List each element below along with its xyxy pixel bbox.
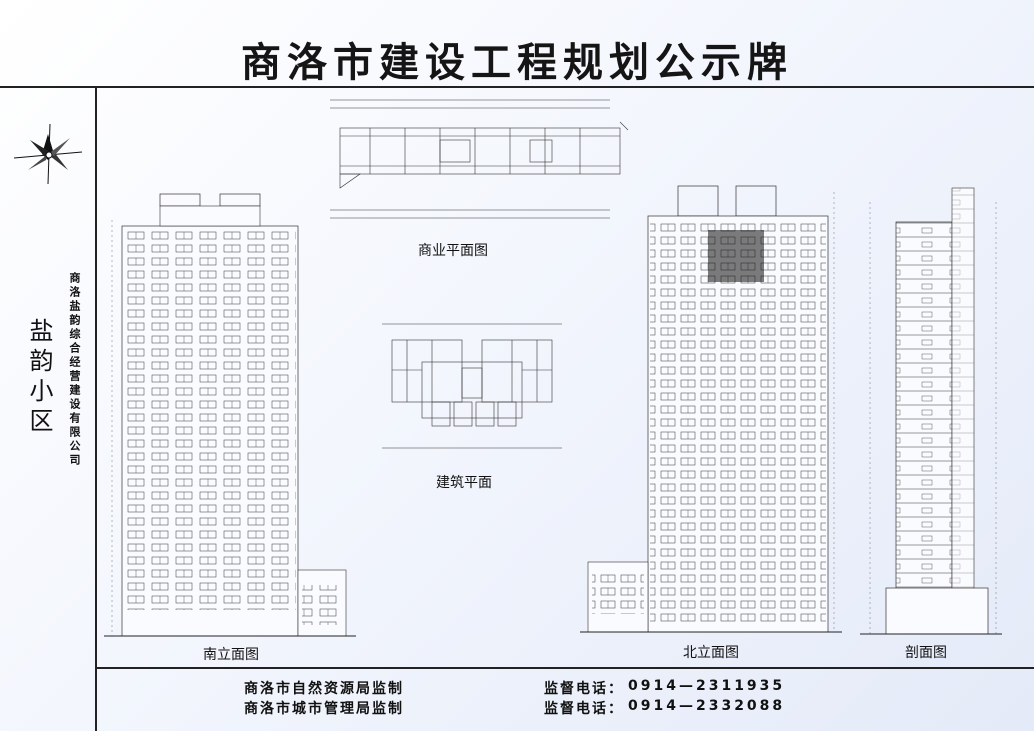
phone-number-2: 0914—2332088 — [628, 698, 786, 714]
commercial-plan-caption: 商业平面图 — [418, 243, 488, 259]
phone-label-2: 监督电话： — [544, 701, 624, 717]
supervisor-name-1: 商洛市自然资源局监制 — [244, 681, 404, 697]
section-drawing — [860, 187, 1002, 635]
south-elevation-caption: 南立面图 — [203, 647, 259, 663]
building-plan-caption: 建筑平面 — [436, 475, 492, 491]
north-elevation-caption: 北立面图 — [683, 645, 739, 661]
commercial-floor-plan — [330, 99, 629, 219]
north-compass-icon — [13, 123, 83, 185]
supervisor-name-2: 商洛市城市管理局监制 — [244, 701, 404, 717]
phone-number-1: 0914—2311935 — [628, 678, 786, 694]
south-elevation-drawing — [104, 193, 356, 637]
company-name: 商洛盐韵综合经营建设有限公司 — [68, 272, 81, 468]
north-elevation-drawing — [580, 185, 842, 633]
section-caption: 剖面图 — [905, 645, 947, 661]
phone-label-1: 监督电话： — [544, 681, 624, 697]
sidebar-divider — [95, 86, 97, 731]
header-divider — [0, 86, 1034, 88]
footer-divider — [95, 667, 1034, 669]
building-floor-plan — [382, 323, 562, 449]
page-title: 商洛市建设工程规划公示牌 — [241, 40, 793, 86]
project-name: 盐韵小区 — [25, 318, 53, 438]
